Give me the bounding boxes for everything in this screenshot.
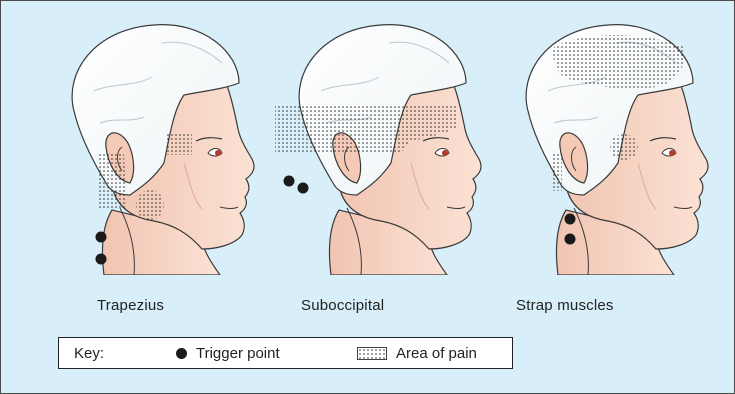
legend-trigger-point-label: Trigger point (196, 345, 280, 362)
head-strap-muscles-illustration (488, 13, 718, 275)
head-suboccipital (261, 13, 491, 275)
caption-suboccipital: Suboccipital (301, 297, 384, 314)
pain-area-behind-ear (552, 153, 562, 191)
trigger-point (96, 232, 107, 243)
head-strap-muscles (488, 13, 718, 275)
trigger-point (96, 254, 107, 265)
pain-area-jaw (136, 190, 164, 220)
caption-trapezius: Trapezius (97, 297, 164, 314)
head-suboccipital-illustration (261, 13, 491, 275)
legend-key-label: Key: (74, 345, 104, 362)
trigger-point (298, 183, 309, 194)
pain-area-behind-ear (98, 153, 126, 209)
trigger-point (284, 176, 295, 187)
pain-area-swatch-icon (357, 347, 387, 360)
head-trapezius-illustration (34, 13, 264, 275)
trigger-point (565, 214, 576, 225)
caption-strap-muscles: Strap muscles (516, 297, 614, 314)
legend-box: Key: Trigger point Area of pain (58, 337, 513, 369)
trigger-point (565, 234, 576, 245)
trigger-point-icon (176, 348, 187, 359)
pain-area-temple (166, 133, 192, 155)
pain-area-temple (610, 134, 638, 160)
head-trapezius (34, 13, 264, 275)
legend-area-of-pain-label: Area of pain (396, 345, 477, 362)
